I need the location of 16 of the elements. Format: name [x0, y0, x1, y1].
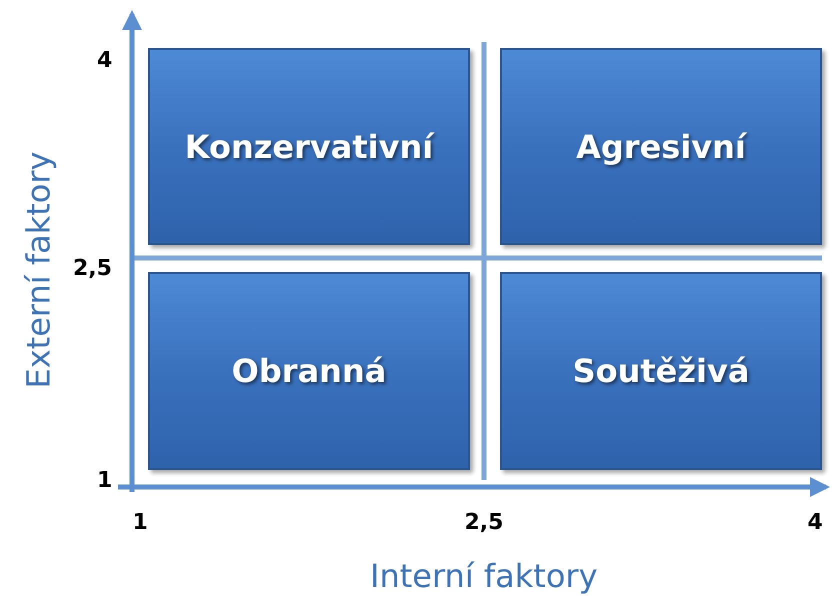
axis-title: Interní faktory: [370, 557, 598, 595]
tick-label: 2,5: [464, 510, 504, 534]
quadrant-box: [148, 272, 470, 470]
tick-label: 1: [132, 510, 148, 534]
quadrant-box: [148, 48, 470, 245]
axis-title: Externí faktory: [18, 152, 57, 388]
tick-label: 4: [97, 48, 112, 72]
quadrant-box: [500, 48, 822, 245]
quadrant-label: Soutěživá: [572, 352, 750, 390]
tick-label: 4: [808, 510, 823, 534]
quadrant-box: [500, 272, 822, 470]
quadrant-label: Agresivní: [576, 128, 746, 166]
quadrant-label: Konzervativní: [184, 128, 434, 166]
tick-label: 1: [97, 468, 112, 492]
tick-label: 2,5: [73, 256, 112, 280]
quadrant-label: Obranná: [232, 352, 386, 390]
